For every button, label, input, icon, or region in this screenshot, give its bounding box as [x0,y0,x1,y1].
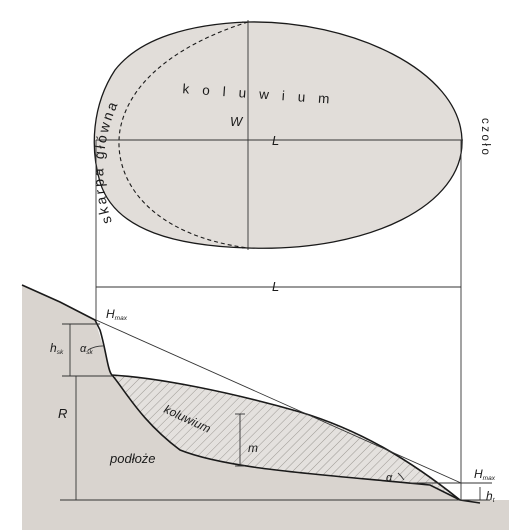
ht-label: ht [486,489,496,504]
slip-surface [111,374,461,501]
bedrock-label: podłoże [109,451,156,466]
ground-surface [21,284,481,504]
alpha-sk-label: αsk [80,343,94,356]
toe-label: czoło [479,118,491,157]
hmax-toe-label: Hmax [474,467,496,482]
thickness-label: m [248,441,258,455]
alpha-label: α [386,472,393,484]
alpha-sk-arc [87,345,105,351]
main-scarp-line [118,21,249,249]
hmax-chord [95,319,462,484]
colluvium-body [112,375,460,500]
relief-label: R [58,406,67,421]
bedrock-area [22,285,509,530]
hsk-label: hsk [50,341,64,356]
length-section-label: L [272,279,279,294]
hmax-top-label: Hmax [106,307,128,322]
cross-section: Hmax hsk αsk R koluwium m podłoże α Hmax… [21,284,509,530]
alpha-arc [397,472,405,481]
width-label: W [230,114,244,129]
landslide-outline [93,21,463,249]
plan-view: skarpa główna koluwium W L czoło [90,20,491,250]
length-plan-label: L [272,133,279,148]
